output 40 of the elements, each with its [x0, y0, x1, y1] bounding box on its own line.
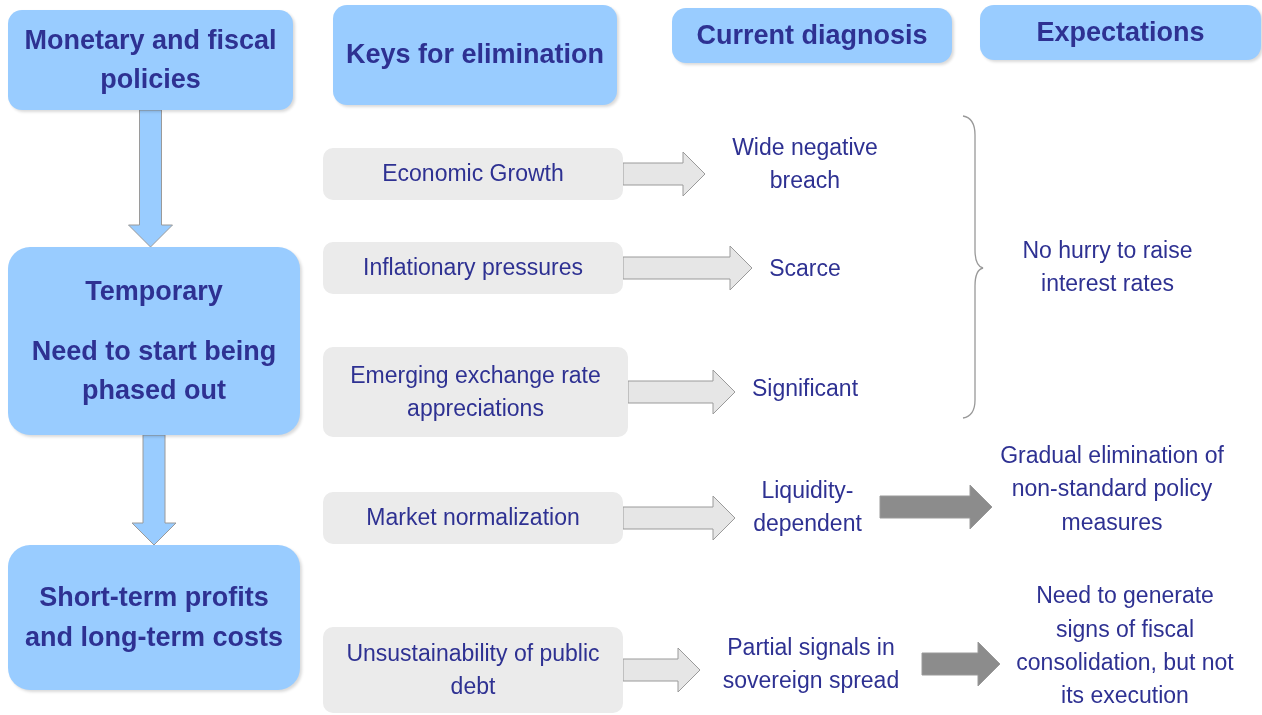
key-box — [323, 148, 623, 200]
block-arrow — [128, 109, 173, 248]
node-text: Market normalization — [366, 503, 580, 533]
node-text: Inflationary pressures — [363, 253, 583, 283]
block-arrow — [622, 245, 753, 291]
key-box — [323, 492, 623, 544]
block-arrow — [879, 484, 993, 530]
key-box — [323, 627, 623, 713]
node-text: Current diagnosis — [696, 18, 928, 52]
block-arrow — [622, 495, 736, 541]
column-header — [8, 10, 293, 110]
node-text: Scarce — [769, 254, 841, 284]
node-text: Unsustainability of public debt — [345, 638, 601, 701]
key-box — [323, 242, 623, 294]
node-text: Need to start being phased out — [30, 334, 278, 407]
policy-box — [8, 247, 300, 435]
node-text: Expectations — [1036, 15, 1205, 49]
block-arrow — [921, 641, 1001, 687]
node-text: Temporary — [85, 274, 223, 308]
node-text: Wide negative breach — [731, 132, 879, 195]
node-text: Emerging exchange rate appreciations — [349, 360, 602, 423]
node-text: Keys for elimination — [345, 38, 605, 72]
column-header — [333, 5, 617, 105]
node-text: No hurry to raise interest rates — [1021, 235, 1194, 298]
block-arrow — [622, 647, 701, 693]
node-text: Monetary and fiscal policies — [23, 23, 278, 96]
node-text: Short-term profits and long-term costs — [24, 581, 284, 654]
node-text: Liquidity-dependent — [752, 475, 863, 538]
policy-box — [8, 545, 300, 690]
column-header — [980, 5, 1261, 60]
block-arrow — [622, 151, 706, 197]
node-text: Gradual elimination of non-standard policy measures — [1000, 441, 1224, 537]
column-header — [672, 8, 952, 63]
node-text: Economic Growth — [382, 159, 564, 189]
node-text: Partial signals in sovereign spread — [721, 632, 901, 695]
node-text: Need to generate signs of fiscal consolidation, but not its execution — [1015, 581, 1235, 711]
key-box — [323, 347, 628, 437]
block-arrow — [627, 369, 736, 415]
block-arrow — [131, 434, 177, 546]
node-text: Significant — [751, 374, 859, 404]
